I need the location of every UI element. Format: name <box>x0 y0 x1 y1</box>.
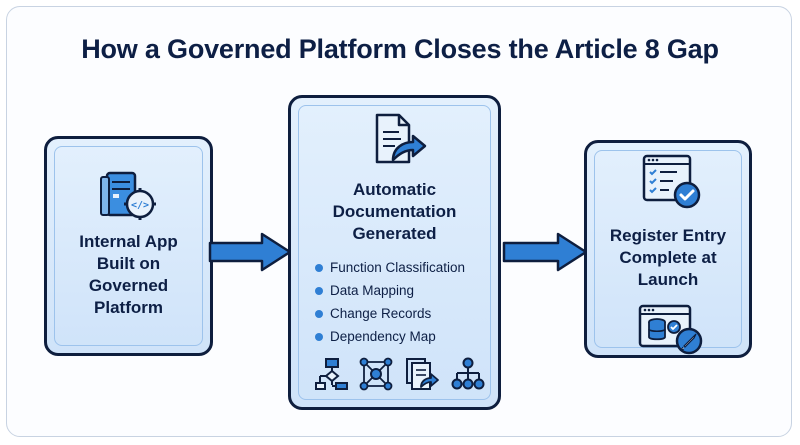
list-item: Data Mapping <box>313 279 465 302</box>
step-card-register-entry: Register Entry Complete at Launch <box>584 140 752 358</box>
document-export-icon <box>371 112 427 168</box>
label-line: Automatic <box>352 180 437 199</box>
bullet-dot <box>315 264 323 272</box>
card-inner-border <box>594 150 742 348</box>
documentation-bullet-list: Function Classification Data Mapping Cha… <box>313 256 465 348</box>
bullet-dot <box>315 333 323 341</box>
checklist-window-icon <box>641 153 703 211</box>
label-line: Launch <box>637 270 699 289</box>
card-inner-border <box>298 105 491 400</box>
database-rocket-window-icon <box>637 303 703 355</box>
step-label-internal-app: Internal App Built on Governed Platform <box>47 231 210 319</box>
server-code-gear-icon: </> <box>99 167 161 225</box>
label-line: Register Entry <box>609 226 727 245</box>
bullet-dot <box>315 287 323 295</box>
list-item: Function Classification <box>313 256 465 279</box>
label-line: Generated <box>352 224 437 243</box>
step-card-internal-app: </> Internal App Built on Governed Platf… <box>44 136 213 356</box>
card-inner-border <box>54 146 203 346</box>
label-line: Internal App <box>79 232 178 251</box>
bullet-text: Dependency Map <box>330 329 436 344</box>
bullet-text: Function Classification <box>330 260 466 275</box>
svg-text:</>: </> <box>131 200 149 211</box>
bullet-dot <box>315 310 323 318</box>
flow-arrow-2 <box>502 232 588 272</box>
label-line: Complete at <box>619 248 717 267</box>
label-line: Built on <box>96 254 161 273</box>
documents-export-icon <box>405 357 439 391</box>
list-item: Dependency Map <box>313 325 465 348</box>
documentation-icon-row <box>313 353 485 397</box>
network-icon <box>359 357 393 391</box>
flowchart-icon <box>315 357 349 391</box>
label-line: Documentation <box>332 202 457 221</box>
label-line: Governed <box>88 276 169 295</box>
label-line: Platform <box>94 298 163 317</box>
flow-arrow-1 <box>208 232 292 272</box>
step-card-documentation: Automatic Documentation Generated Functi… <box>288 95 501 410</box>
bullet-text: Data Mapping <box>330 283 415 298</box>
hierarchy-icon <box>451 357 485 391</box>
step-label-documentation: Automatic Documentation Generated <box>291 179 498 245</box>
bullet-text: Change Records <box>330 306 432 321</box>
list-item: Change Records <box>313 302 465 325</box>
step-label-register-entry: Register Entry Complete at Launch <box>587 225 749 291</box>
page-title: How a Governed Platform Closes the Artic… <box>81 34 719 64</box>
